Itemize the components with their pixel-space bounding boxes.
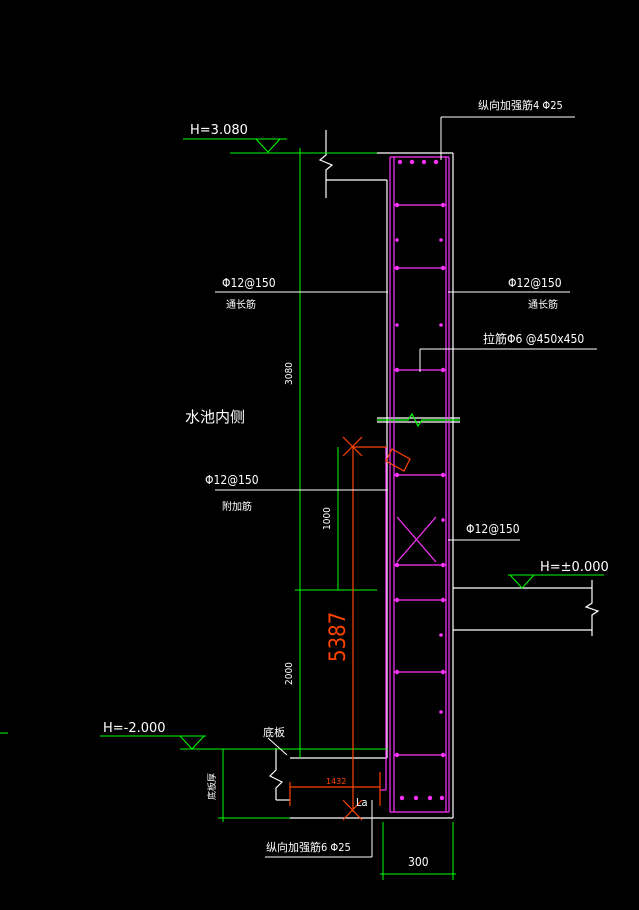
dim-anchor-length: 1432: [326, 777, 346, 786]
longitudinal-bottom-label: 纵向加强筋6 Φ25: [266, 840, 351, 854]
level-zero-label: H=±0.000: [540, 560, 609, 575]
rebar-group: [380, 156, 450, 813]
dim-wall-upper: 3080: [284, 362, 295, 385]
dim-add-length: 1000: [322, 507, 333, 530]
right-bar-label: Φ12@150: [508, 276, 562, 290]
rebar-dots: [394, 159, 446, 801]
la-label: La: [356, 796, 368, 809]
break-mark: [377, 412, 460, 428]
wall-outline: [268, 130, 600, 819]
level-top-label: H=3.080: [190, 123, 248, 138]
add-bar-sublabel: 附加筋: [222, 500, 252, 513]
right-bar-sublabel: 通长筋: [528, 298, 558, 311]
highlight-lines: [289, 436, 411, 821]
left-bar-label: Φ12@150: [222, 276, 276, 290]
slab-thickness-label: 底板厚: [206, 773, 218, 800]
bottom-slab-label: 底板: [263, 725, 285, 739]
level-bottom-label: H=-2.000: [103, 721, 166, 736]
pool-inside-label: 水池内侧: [185, 408, 245, 426]
cross-bar-label: Φ12@150: [466, 522, 520, 536]
dim-width: 300: [408, 855, 429, 869]
dimension-lines: [0, 138, 604, 880]
dim-total-length: 5387: [326, 612, 351, 662]
add-bar-label: Φ12@150: [205, 473, 259, 487]
longitudinal-top-label: 纵向加强筋4 Φ25: [478, 98, 563, 112]
dim-wall-lower: 2000: [284, 662, 295, 685]
tie-bar-label: 拉筋Φ6 @450x450: [483, 331, 584, 346]
leader-lines: [215, 116, 597, 858]
left-bar-sublabel: 通长筋: [226, 298, 256, 311]
